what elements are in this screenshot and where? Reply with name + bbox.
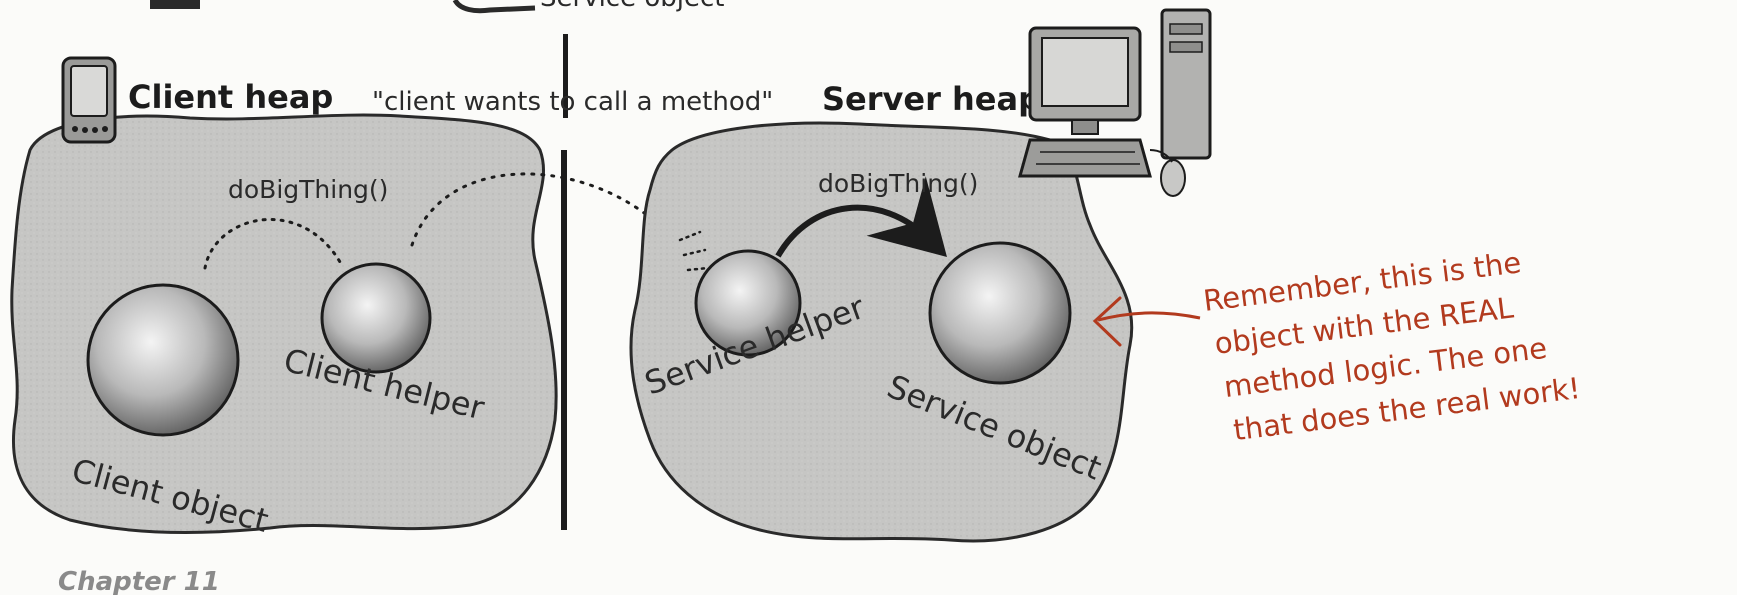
server-heap-blob [629,121,1134,543]
top-partial-text: Service object [540,0,724,13]
chapter-caption: Chapter 11 [58,567,220,595]
client-object-sphere [86,283,240,437]
call-caption: "client wants to call a method" [372,87,773,117]
network-divider [561,34,568,530]
server-heap: Server heap doBigThing() Serv [629,8,1212,543]
cropped-underline-mark [150,0,200,9]
top-cropped-text: Service object [150,0,724,14]
divider-lower [561,150,567,530]
server-heap-title: Server heap [822,80,1041,118]
note-pointer-line [1097,311,1201,322]
server-method-label: doBigThing() [818,169,978,198]
divider-upper [563,34,568,118]
note: Remember, this is the object with the RE… [1201,245,1582,447]
computer-icon [1018,8,1212,197]
client-method-label: doBigThing() [228,175,388,204]
client-dotted-call-path [203,218,342,270]
cropped-bracket-mark [452,0,536,14]
server-call-arrow [775,176,947,258]
note-pointer-arrowhead [1092,296,1122,347]
service-helper-sphere [694,249,802,357]
pda-icon [61,56,117,144]
client-helper-sphere [320,262,432,374]
service-object-sphere [928,241,1072,385]
incoming-ticks [678,230,710,272]
client-heap-title: Client heap [128,78,333,116]
client-heap: Client heap doBigThing() Client object C… [10,56,558,540]
